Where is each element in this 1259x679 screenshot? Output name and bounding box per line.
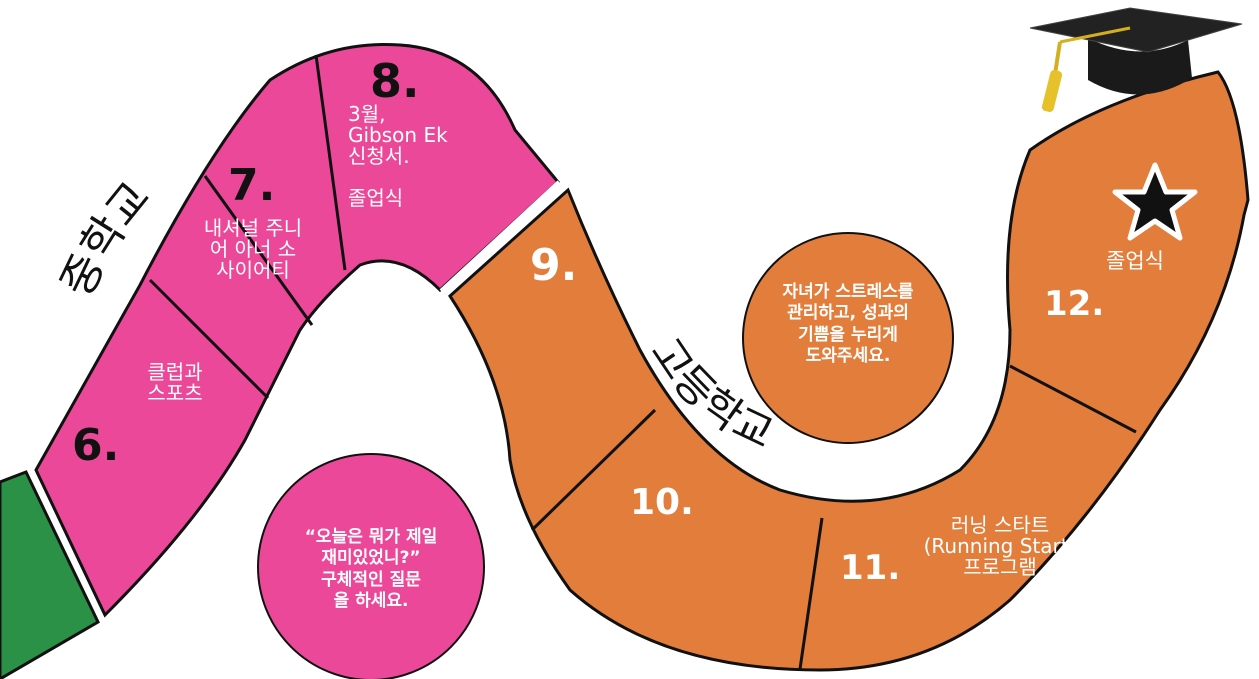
step-11-number: 11. bbox=[840, 548, 901, 588]
step-12-number: 12. bbox=[1044, 284, 1105, 324]
graduation-cap-icon bbox=[1029, 7, 1243, 112]
step-8-text: 3월, Gibson Ek 신청서. 졸업식 bbox=[348, 102, 448, 210]
middle-school-path bbox=[34, 42, 561, 618]
star-icon bbox=[1112, 162, 1198, 241]
step-8-number: 8. bbox=[370, 54, 420, 108]
pink-tip-circle bbox=[257, 453, 485, 679]
step-7-text: 내셔널 주니 어 아너 소 사이어티 bbox=[203, 216, 303, 282]
step-6-text: 클럽과 스포츠 bbox=[147, 360, 203, 405]
start-tile bbox=[0, 470, 100, 679]
step-10-number: 10. bbox=[630, 482, 694, 523]
step-6-number: 6. bbox=[72, 420, 120, 471]
step-7-number: 7. bbox=[228, 160, 276, 211]
pink-tip-text: “오늘은 뭐가 제일 재미있었니?” 구체적인 질문 을 하세요. bbox=[304, 527, 438, 611]
high-school-path bbox=[448, 70, 1250, 672]
step-11-text: 러닝 스타트 (Running Start) 프로그램 bbox=[923, 513, 1077, 579]
step-12-text: 졸업식 bbox=[1106, 249, 1164, 273]
orange-tip-circle bbox=[742, 232, 954, 444]
orange-tip-text: 자녀가 스트레스를 관리하고, 성과의 기쁨을 누리게 도와주세요. bbox=[782, 282, 914, 366]
step-9-number: 9. bbox=[530, 240, 578, 291]
